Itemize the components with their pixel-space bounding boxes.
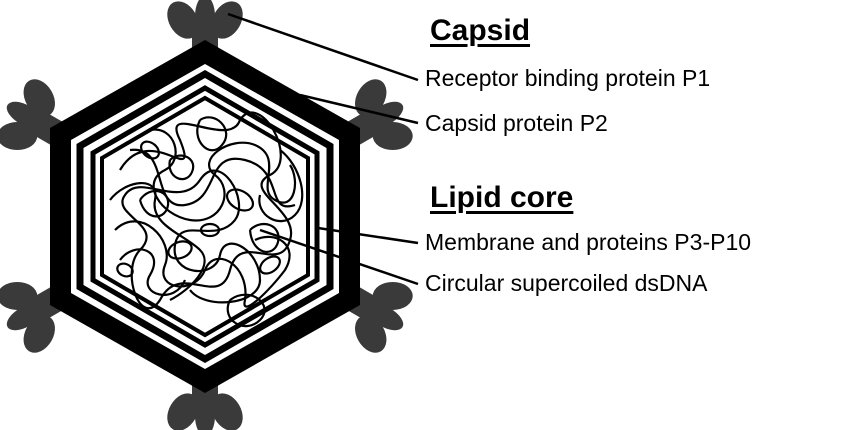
spike-upper-right [340, 79, 413, 151]
membrane-ring-middle [90, 85, 320, 348]
leader-dna [259, 228, 419, 286]
spike-top [167, 0, 243, 60]
capsid-gap [71, 64, 339, 369]
dna-tangle [109, 111, 304, 328]
receptor-label: Receptor binding protein P1 [425, 65, 711, 91]
lipid-core-heading: Lipid core [430, 181, 574, 214]
leader-lines [227, 12, 419, 286]
membrane-label: Membrane and proteins P3-P10 [425, 229, 752, 255]
leader-receptor [227, 12, 419, 82]
spike-lower-right [340, 281, 413, 353]
capsid-heading: Capsid [430, 14, 531, 47]
leader-capsid-protein [299, 93, 419, 125]
leader-membrane [317, 226, 419, 245]
dna-label: Circular supercoiled dsDNA [425, 270, 708, 296]
membrane-ring-outer [76, 69, 334, 364]
capsid-protein-label: Capsid protein P2 [425, 110, 608, 136]
membrane-ring-inner [100, 95, 310, 338]
